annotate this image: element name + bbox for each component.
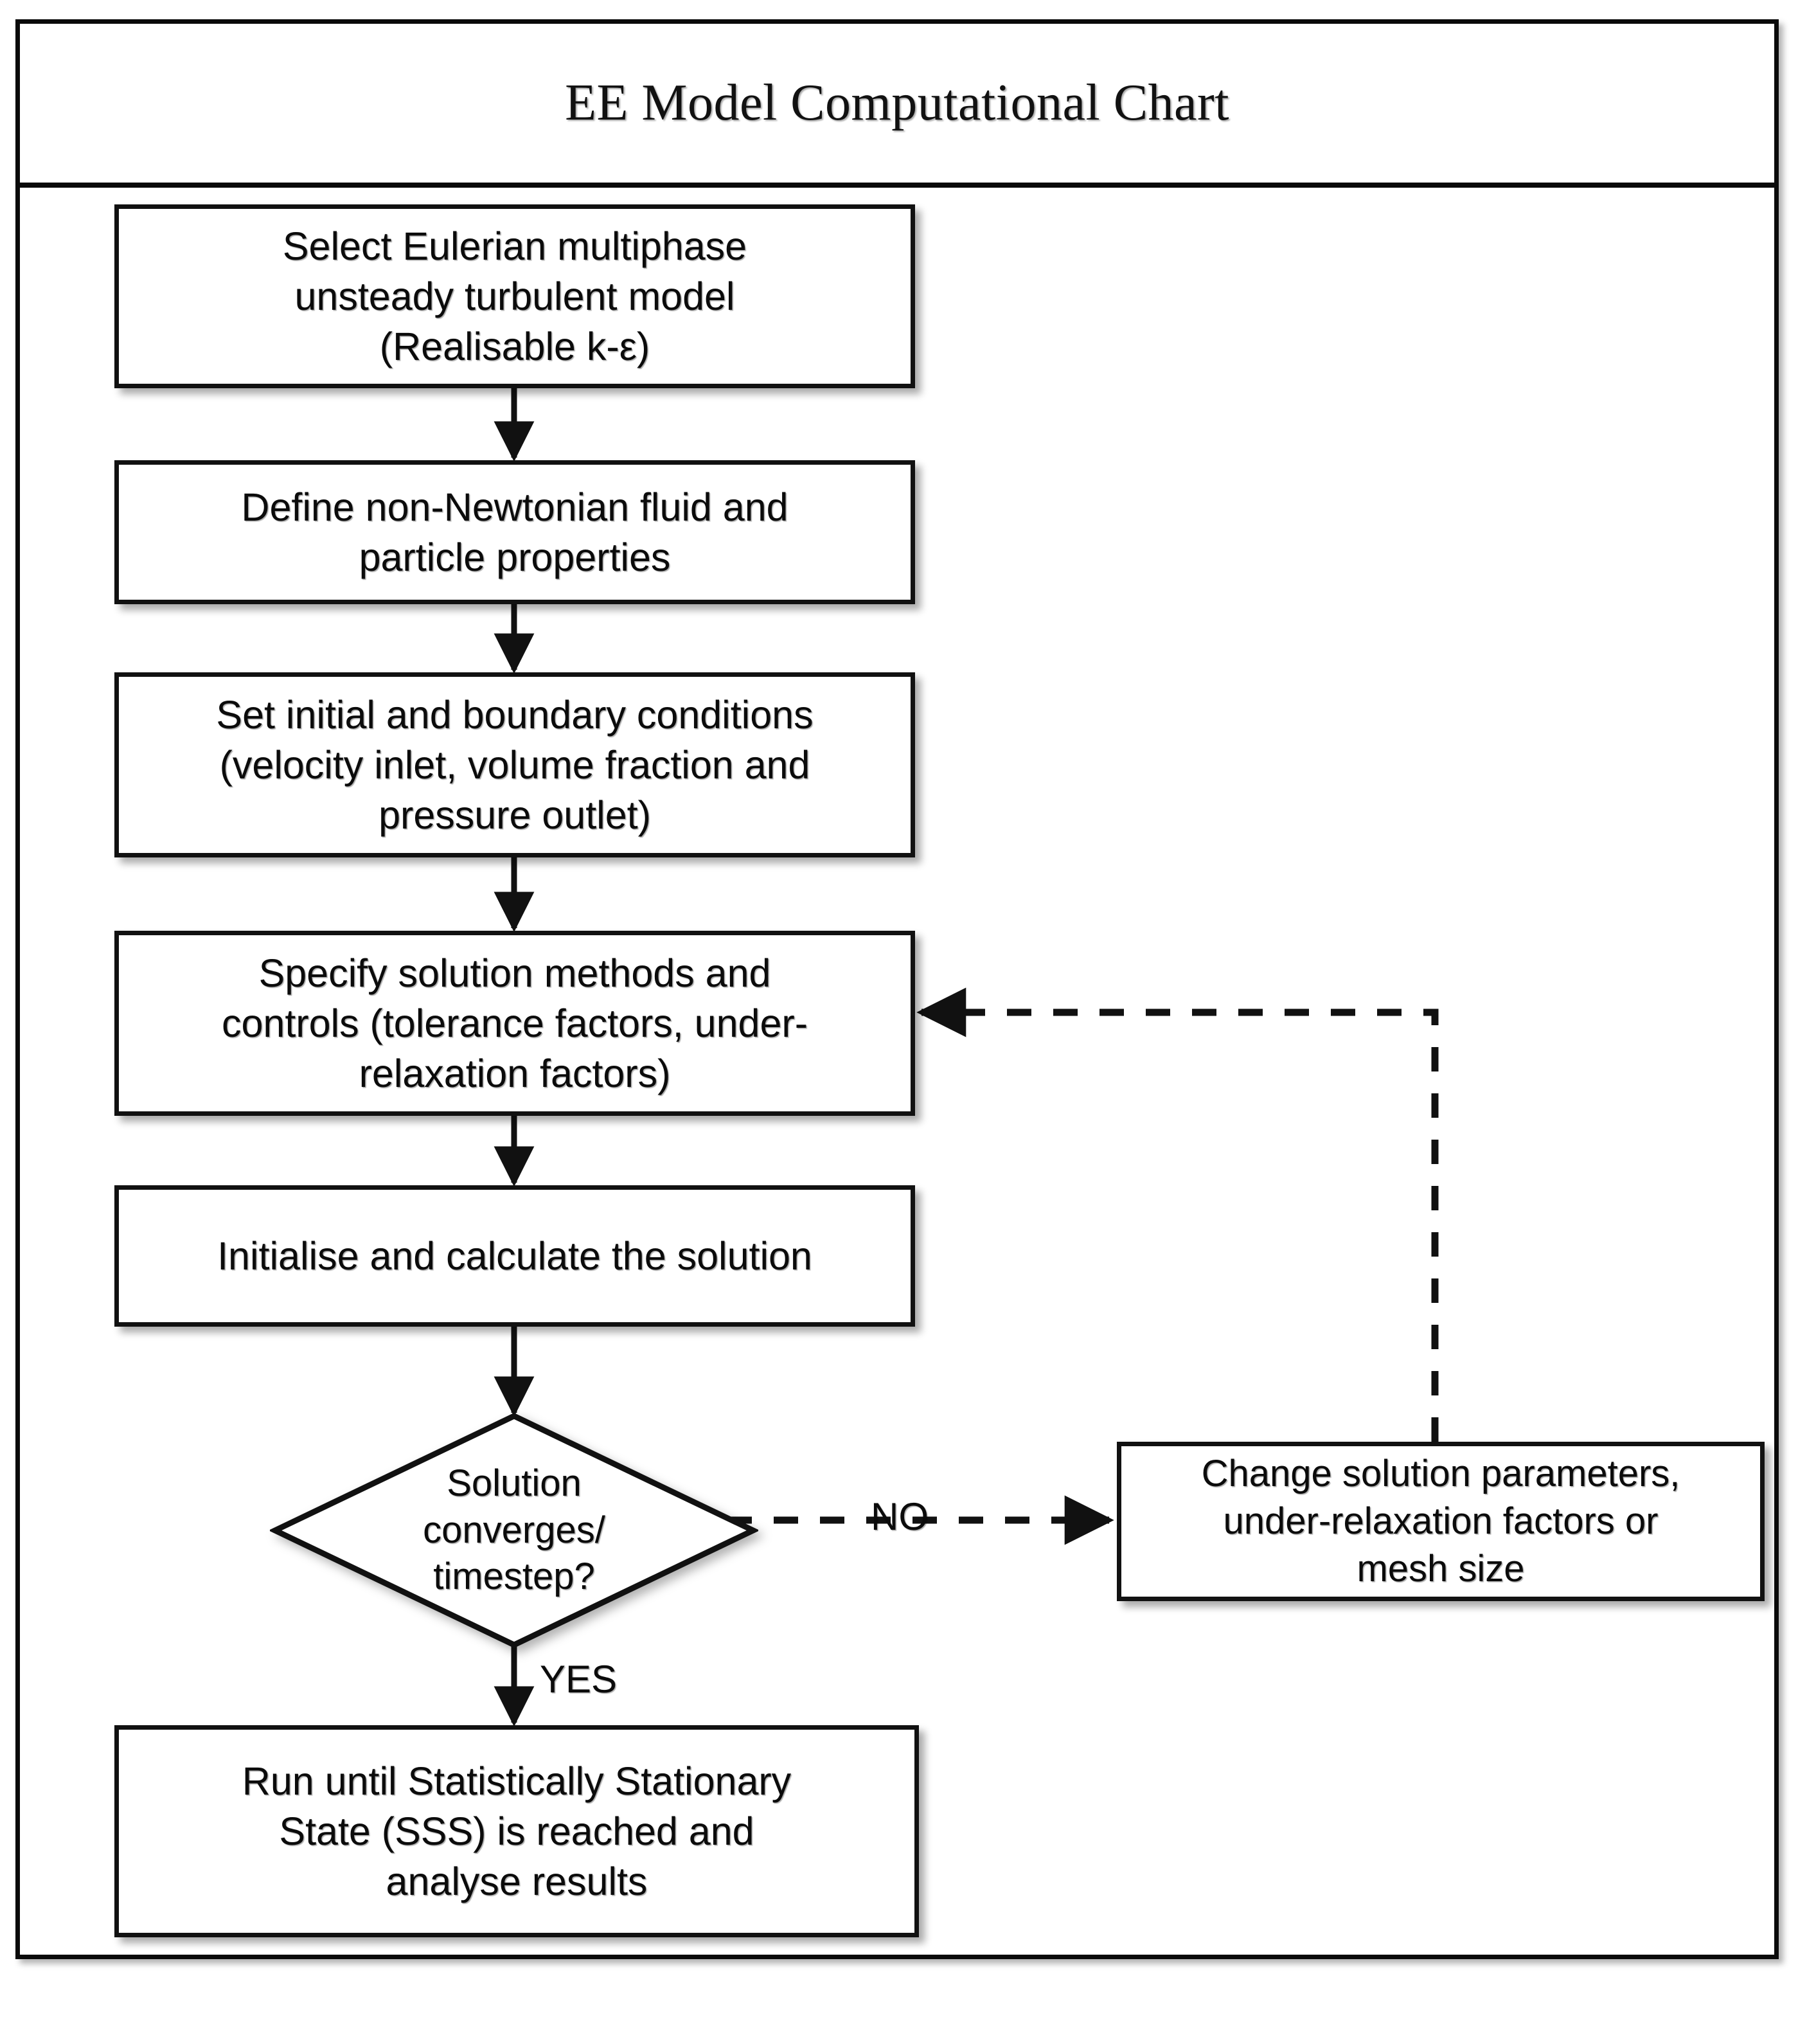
node-set-conditions[interactable]: Set initial and boundary conditions (vel…	[114, 672, 915, 857]
node-define-fluid-label: Define non-Newtonian fluid and particle …	[241, 485, 788, 579]
node-select-model-label: Select Eulerian multiphase unsteady turb…	[282, 224, 747, 369]
node-change-parameters-label: Change solution parameters, under-relaxa…	[1201, 1452, 1680, 1590]
chart-title-bar: EE Model Computational Chart	[15, 19, 1779, 188]
node-define-fluid[interactable]: Define non-Newtonian fluid and particle …	[114, 460, 915, 604]
node-initialise[interactable]: Initialise and calculate the solution	[114, 1185, 915, 1327]
node-specify-solution-label: Specify solution methods and controls (t…	[221, 951, 808, 1096]
node-initialise-label: Initialise and calculate the solution	[217, 1233, 812, 1278]
edge-label-no: NO	[871, 1495, 929, 1538]
node-specify-solution[interactable]: Specify solution methods and controls (t…	[114, 931, 915, 1116]
node-run-sss-label: Run until Statistically Stationary State…	[242, 1759, 792, 1904]
edge-change-to-specify-feedback	[916, 987, 1439, 1442]
node-converge-decision-label: Solution converges/ timestep?	[423, 1462, 605, 1598]
diamond-shape	[270, 1413, 758, 1648]
node-select-model[interactable]: Select Eulerian multiphase unsteady turb…	[114, 204, 915, 388]
node-set-conditions-label: Set initial and boundary conditions (vel…	[216, 692, 814, 838]
node-run-sss[interactable]: Run until Statistically Stationary State…	[114, 1725, 919, 1937]
node-converge-decision[interactable]: Solution converges/ timestep?	[270, 1411, 758, 1650]
page-title: EE Model Computational Chart	[565, 75, 1229, 131]
edge-label-yes: YES	[540, 1658, 618, 1701]
node-change-parameters[interactable]: Change solution parameters, under-relaxa…	[1117, 1442, 1765, 1601]
